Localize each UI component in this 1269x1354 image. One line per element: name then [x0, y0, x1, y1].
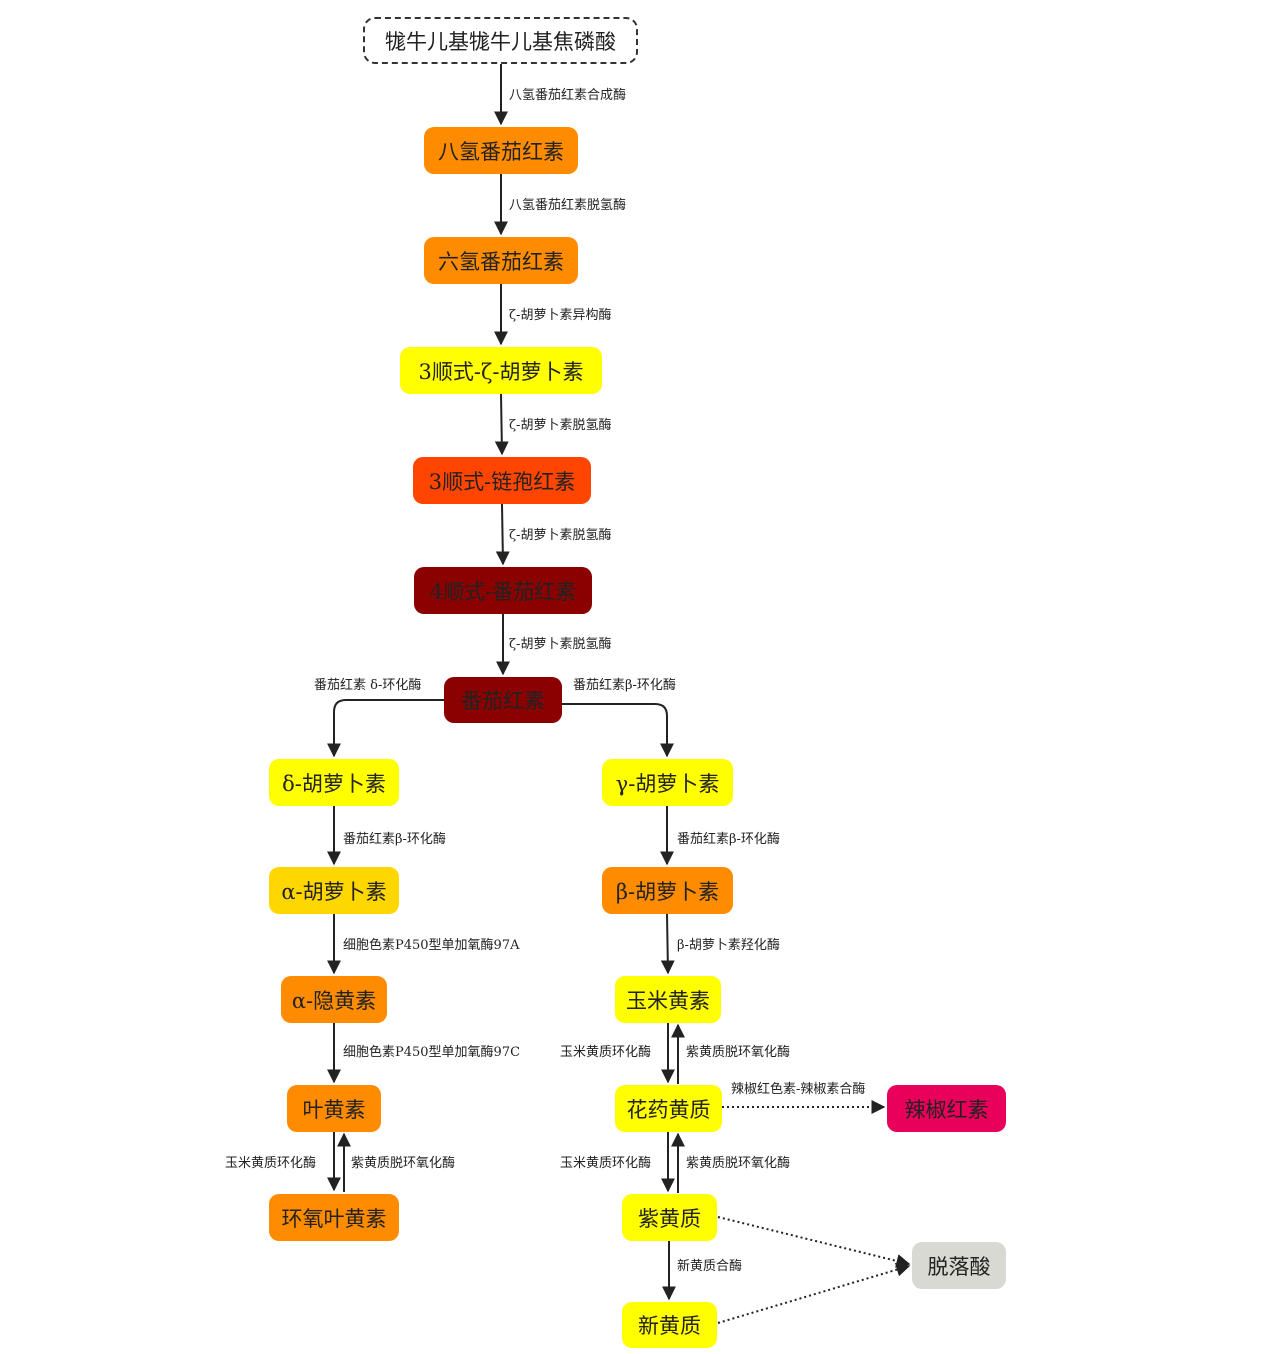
node-delta-carotene: δ-胡萝卜素 [269, 759, 399, 806]
node-phytoene: 八氢番茄红素 [424, 127, 578, 174]
arrow-neurosporene-prolycopene [495, 503, 510, 566]
arrow-lycopene-delta [327, 699, 444, 758]
enzyme-label-ccs: 辣椒红色素-辣椒素合酶 [731, 1082, 866, 1097]
node-prolycopene: 4顺式-番茄红素 [414, 567, 592, 614]
enzyme-label-zds-3: ζ-胡萝卜素脱氢酶 [509, 637, 612, 652]
node-epoxylutein: 环氧叶黄素 [269, 1194, 399, 1241]
enzyme-label-lcyb-left: 番茄红素β-环化酶 [343, 832, 446, 847]
arrow-lycopene-gamma [562, 703, 674, 758]
enzyme-label-vde-2: 紫黄质脱环氧化酶 [351, 1156, 456, 1171]
node-phytofluene: 六氢番茄红素 [424, 237, 578, 284]
arrow-violaxanthin-aba [717, 1216, 911, 1268]
enzyme-label-lcye: 番茄红素 δ-环化酶 [314, 678, 422, 693]
enzyme-label-zep-2: 玉米黄质环化酶 [225, 1156, 317, 1171]
enzyme-label-ziso: ζ-胡萝卜素异构酶 [509, 308, 612, 323]
arrow-neoxanthin-aba [717, 1262, 911, 1324]
node-zeta-carotene: 3顺式-ζ-胡萝卜素 [400, 347, 602, 394]
node-neoxanthin: 新黄质 [622, 1302, 717, 1348]
node-lutein: 叶黄素 [287, 1085, 381, 1132]
arrow-beta-zeaxanthin [660, 913, 675, 975]
node-neurosporene: 3顺式-链孢红素 [413, 457, 591, 504]
enzyme-label-zep-1: 玉米黄质环化酶 [560, 1045, 652, 1060]
node-alpha-carotene: α-胡萝卜素 [269, 867, 399, 914]
enzyme-label-vde-1: 紫黄质脱环氧化酶 [686, 1045, 791, 1060]
node-zeaxanthin: 玉米黄素 [615, 976, 721, 1023]
arrow-zeta-neurosporene [494, 393, 509, 456]
node-abscisic-acid: 脱落酸 [912, 1242, 1006, 1289]
enzyme-label-nxs: 新黄质合酶 [677, 1259, 743, 1274]
node-violaxanthin: 紫黄质 [622, 1194, 717, 1241]
enzyme-label-vde-3: 紫黄质脱环氧化酶 [686, 1156, 791, 1171]
enzyme-label-pds: 八氢番茄红素脱氢酶 [509, 198, 627, 213]
node-gamma-carotene: γ-胡萝卜素 [602, 759, 733, 806]
node-alpha-cryptoxanthin: α-隐黄素 [281, 976, 387, 1023]
node-capsanthin: 辣椒红素 [887, 1085, 1006, 1132]
enzyme-label-zep-3: 玉米黄质环化酶 [560, 1156, 652, 1171]
enzyme-label-lcyb-right: 番茄红素β-环化酶 [677, 832, 780, 847]
enzyme-label-cyp97a: 细胞色素P450型单加氧酶97A [343, 938, 520, 953]
enzyme-label-psy: 八氢番茄红素合成酶 [509, 88, 627, 103]
node-antheraxanthin: 花药黄质 [615, 1085, 722, 1132]
enzyme-label-bch: β-胡萝卜素羟化酶 [677, 938, 780, 953]
enzyme-label-zds-2: ζ-胡萝卜素脱氢酶 [509, 528, 612, 543]
node-lycopene: 番茄红素 [444, 677, 562, 723]
node-beta-carotene: β-胡萝卜素 [602, 867, 733, 914]
enzyme-label-zds-1: ζ-胡萝卜素脱氢酶 [509, 418, 612, 433]
enzyme-label-lcyb: 番茄红素β-环化酶 [573, 678, 676, 693]
enzyme-label-cyp97c: 细胞色素P450型单加氧酶97C [343, 1045, 521, 1060]
node-ggpp: 牻牛儿基牻牛儿基焦磷酸 [363, 17, 638, 64]
